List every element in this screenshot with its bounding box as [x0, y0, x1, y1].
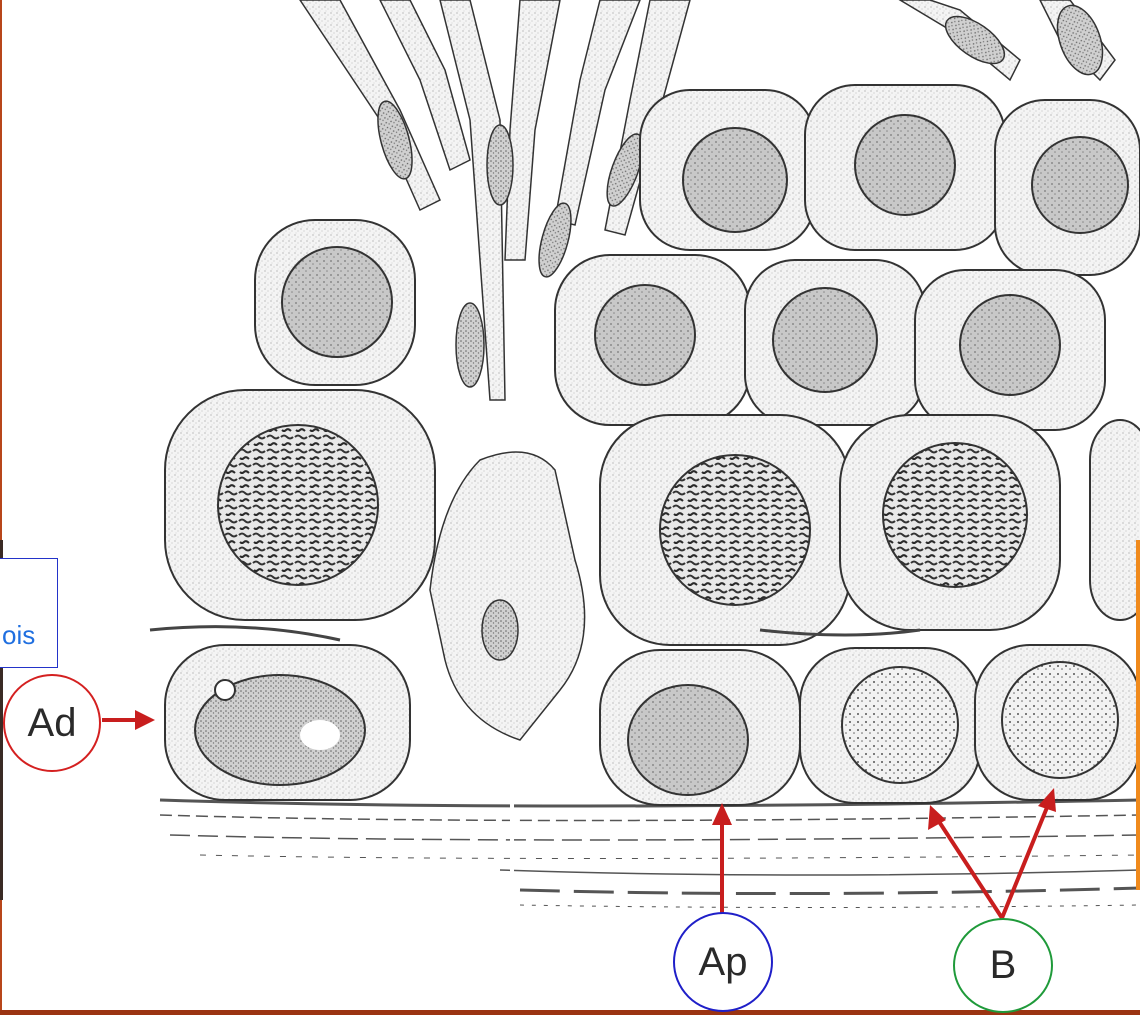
primary-spermatocytes — [165, 390, 1140, 645]
label-ap-text: Ap — [699, 940, 748, 985]
label-ad-text: Ad — [28, 701, 77, 746]
left-overlay-text: ois — [2, 620, 35, 651]
label-ap-circle: Ap — [673, 912, 773, 1012]
label-b-text: B — [990, 943, 1017, 988]
spermatogonia — [165, 645, 1140, 805]
left-overlay-box — [0, 558, 58, 668]
bottom-frame-strip — [0, 1010, 1140, 1015]
right-orange-strip — [1136, 540, 1140, 890]
label-ad-circle: Ad — [3, 674, 101, 772]
label-b-circle: B — [953, 918, 1053, 1013]
